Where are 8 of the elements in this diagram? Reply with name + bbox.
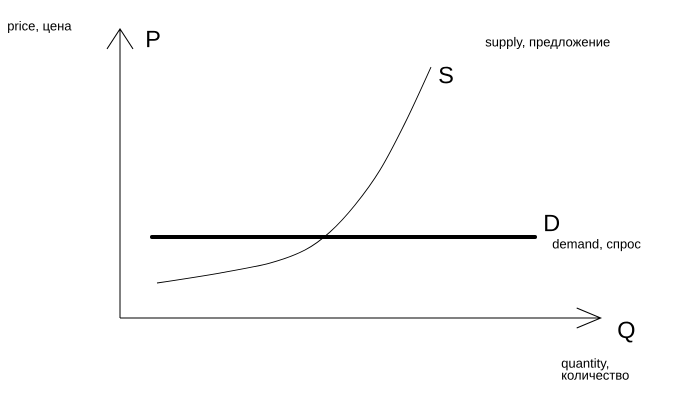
line-label: D xyxy=(545,214,560,232)
axis-caption: quantity, количество xyxy=(562,358,629,380)
curve-label: S xyxy=(439,66,453,84)
curve-caption: supply, предложение xyxy=(486,36,610,50)
axis-caption: price, цена xyxy=(8,20,72,34)
axis-label: P xyxy=(147,30,160,48)
axis-label: Q xyxy=(618,322,634,342)
line-caption: demand, спрос xyxy=(552,238,641,252)
